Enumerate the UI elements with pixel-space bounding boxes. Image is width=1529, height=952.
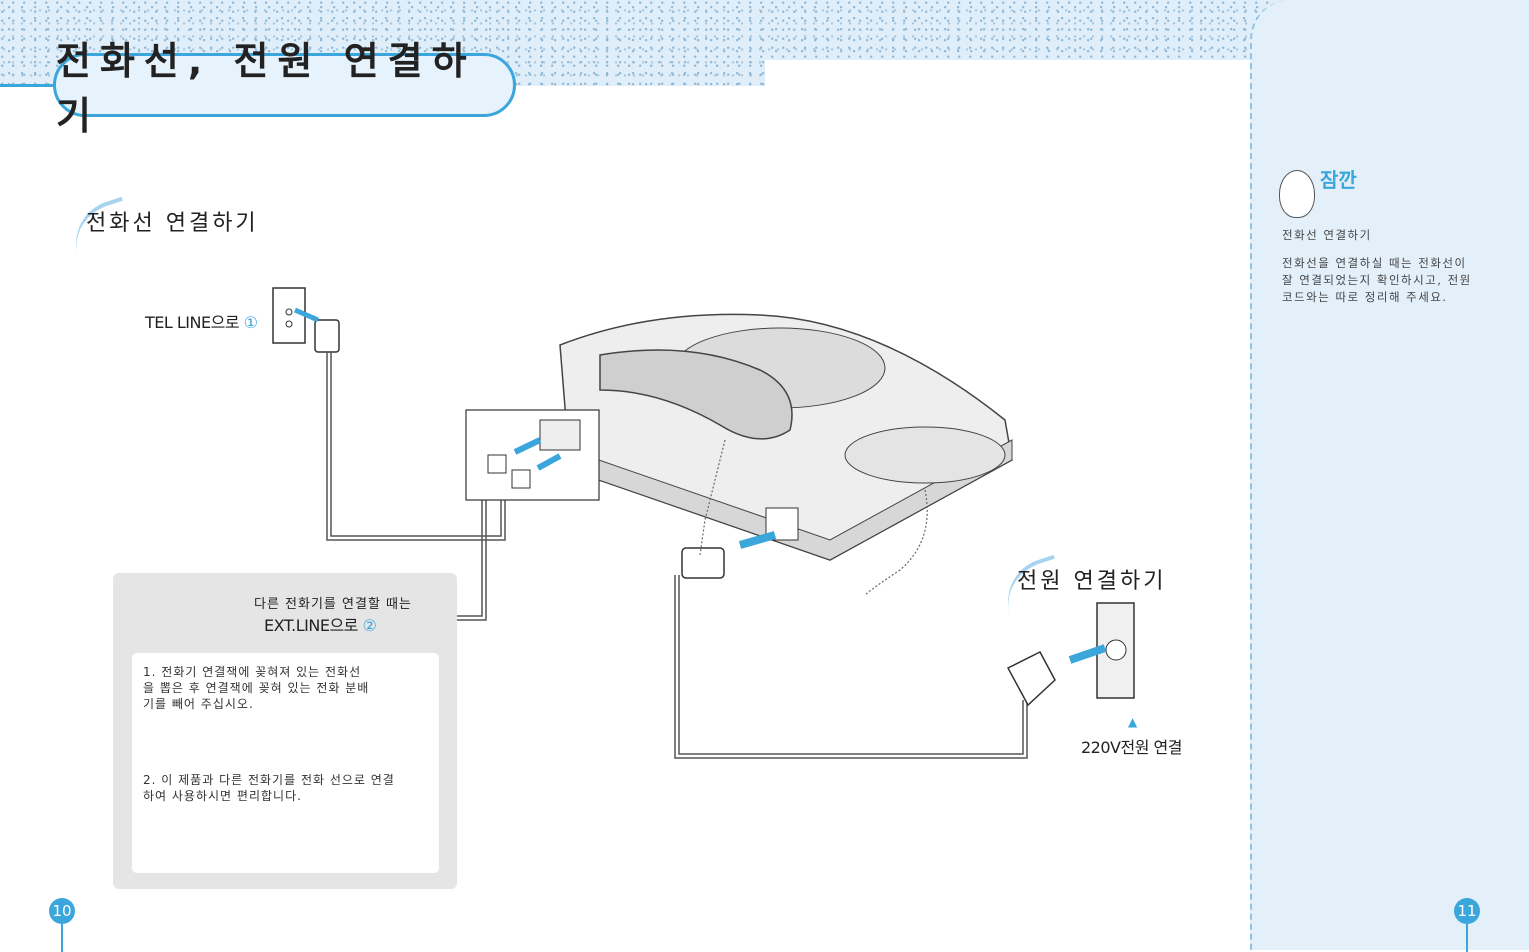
tel-line-text: TEL LINE으로 [145,313,240,332]
ext-line-label: EXT.LINE으로 ② [264,612,377,636]
connection-diagram [272,287,1135,857]
page-number-left-rule [61,924,63,952]
sidebar-badge: 잠깐 [1320,168,1357,192]
sidebar-note-title: 전화선 연결하기 [1282,228,1372,242]
page-number-left: 10 [49,898,75,924]
step-2-number: 2. [143,773,157,787]
step-2: 2. 이 제품과 다른 전화기를 전화 선으로 연결하여 사용하시면 편리합니다… [143,772,403,804]
tel-wall-jack-icon [272,287,340,353]
step-1-text: 전화기 연결잭에 꽂혀져 있는 전화선을 뽑은 후 연결잭에 꽂혀 있는 전화 … [143,665,370,711]
header-cut [765,60,1255,90]
page-title: 전화선, 전원 연결하기 [53,39,516,138]
ext-line-marker: ② [362,616,377,635]
extension-title: 다른 전화기를 연결할 때는 [254,597,412,612]
section-heading-phone-line: 전화선 연결하기 [86,211,259,236]
steps-card [132,653,439,873]
power-outlet-icon [1006,602,1135,707]
tel-line-marker: ① [243,313,258,332]
step-2-text: 이 제품과 다른 전화기를 전화 선으로 연결하여 사용하시면 편리합니다. [143,773,395,803]
title-rule [0,84,60,87]
voltage-label: 220V전원 연결 [1081,738,1182,757]
page-number-right-rule [1466,924,1468,952]
section-heading-power: 전원 연결하기 [1017,569,1167,594]
sidebar-note-text: 전화선을 연결하실 때는 전화선이 잘 연결되었는지 확인하시고, 전원 코드와… [1282,256,1472,304]
face-icon [1279,170,1315,218]
step-1-number: 1. [143,665,157,679]
fax-machine-icon [559,313,1013,561]
ext-line-text: EXT.LINE으로 [264,616,358,635]
page-number-right: 11 [1454,898,1480,924]
tel-line-label: TEL LINE으로 ① [145,309,258,333]
step-1: 1. 전화기 연결잭에 꽂혀져 있는 전화선을 뽑은 후 연결잭에 꽂혀 있는 … [143,664,373,712]
right-sidebar [1250,0,1529,950]
voltage-pointer-icon: ▲ [1128,715,1138,729]
